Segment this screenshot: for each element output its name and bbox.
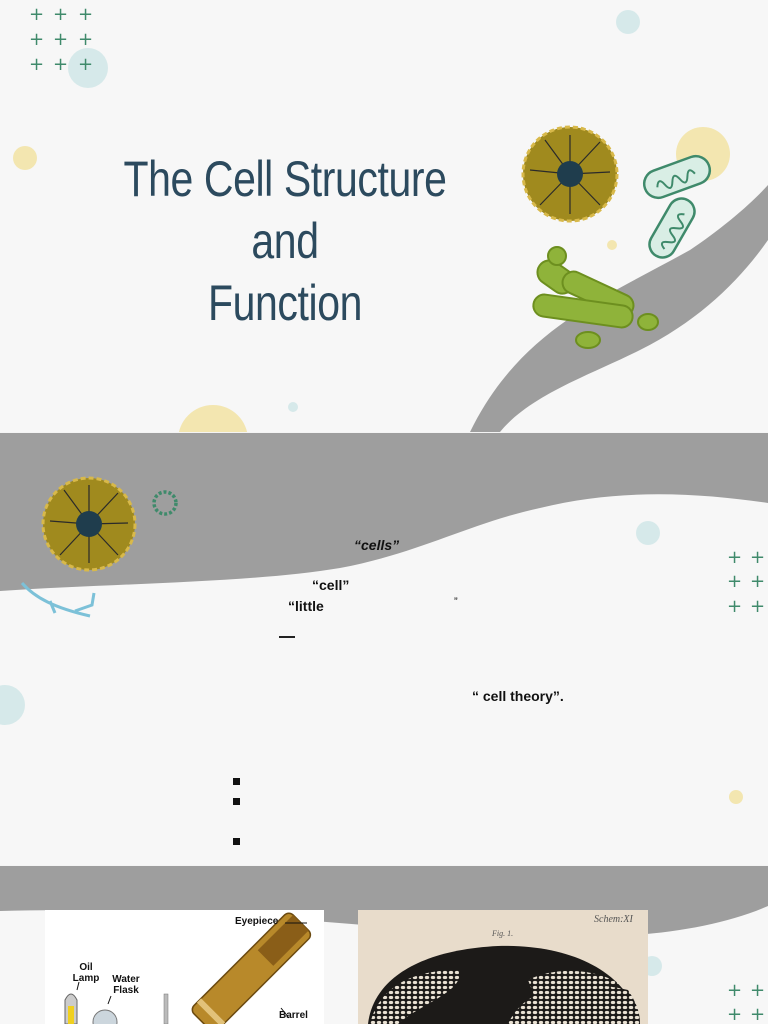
barrel-label: Barrel	[279, 1010, 308, 1021]
schema-label: Schem:XI	[594, 914, 633, 925]
microscope-slide: + + + + Eyepiece Oil Lamp Water Flask Ba…	[0, 866, 768, 1024]
oil-lamp-label: Oil Lamp	[72, 962, 100, 984]
plus-icon: +	[78, 29, 94, 50]
teal-circle-shape	[616, 10, 640, 34]
plus-icon: +	[727, 1004, 743, 1024]
plus-icon: +	[53, 4, 69, 25]
plus-icon: +	[29, 54, 45, 75]
title-slide-decor	[13, 10, 768, 432]
cork-cells-illustration	[368, 945, 640, 1024]
cell-term: “cell”	[312, 577, 350, 593]
plus-icon: +	[727, 596, 743, 617]
cream-circle-shape	[607, 240, 617, 250]
cream-circle-shape	[729, 790, 743, 804]
small-green-ring-icon	[152, 490, 178, 516]
eyepiece-label: Eyepiece	[235, 916, 279, 927]
plus-icon: +	[29, 4, 45, 25]
slide-title: The Cell Structure and Function	[101, 148, 470, 334]
teal-circle-shape	[0, 685, 25, 725]
cream-circle-shape	[13, 146, 37, 170]
dash-mark	[279, 636, 295, 638]
teal-circle-shape	[288, 402, 298, 412]
plus-icon: +	[29, 29, 45, 50]
content-slide: + + + + + + “cells” “cell” “little ” “ c…	[0, 433, 768, 865]
plus-icon: +	[750, 1004, 766, 1024]
plus-icon: +	[750, 571, 766, 592]
gray-band-shape	[0, 433, 768, 591]
plus-icon: +	[727, 547, 743, 568]
plus-icon: +	[53, 29, 69, 50]
cell-icon	[521, 125, 619, 223]
plus-icon: +	[727, 980, 743, 1001]
bullet-1	[233, 778, 240, 785]
plus-icon: +	[53, 54, 69, 75]
teal-circle-shape	[636, 521, 660, 545]
plus-icon: +	[78, 4, 94, 25]
cork-cells-drawing: Schem:XI Fig. 1.	[358, 910, 648, 1024]
fig-label: Fig. 1.	[492, 929, 514, 938]
title-slide: + + + + + + + + + The Cell Structure and…	[0, 0, 768, 432]
microscope-diagram: Eyepiece Oil Lamp Water Flask Barrel	[45, 910, 324, 1024]
title-line-1: The Cell Structure and	[123, 151, 447, 269]
cell-icon	[41, 476, 137, 572]
plus-icon: +	[727, 571, 743, 592]
mitochondria-icon	[648, 197, 696, 259]
plus-icon: +	[750, 980, 766, 1001]
bullet-3	[233, 838, 240, 845]
cream-circle-shape	[178, 405, 248, 432]
plus-icon: +	[750, 596, 766, 617]
blue-branch-icon	[20, 582, 96, 618]
microscope-illustration	[64, 912, 312, 1024]
golgi-icon	[532, 246, 659, 349]
water-flask-label: Water Flask	[112, 974, 140, 996]
cell-theory-term: “ cell theory”.	[472, 688, 564, 704]
plus-icon: +	[78, 54, 94, 75]
plus-icon: +	[750, 547, 766, 568]
closing-quote: ”	[454, 596, 458, 608]
bullet-2	[233, 798, 240, 805]
cells-term: “cells”	[354, 537, 400, 553]
content-slide-decor	[0, 433, 768, 804]
little-term: “little	[288, 598, 324, 614]
title-line-2: Function	[208, 275, 362, 331]
mitochondria-icon	[642, 154, 712, 200]
teal-circle-shape	[68, 48, 108, 88]
